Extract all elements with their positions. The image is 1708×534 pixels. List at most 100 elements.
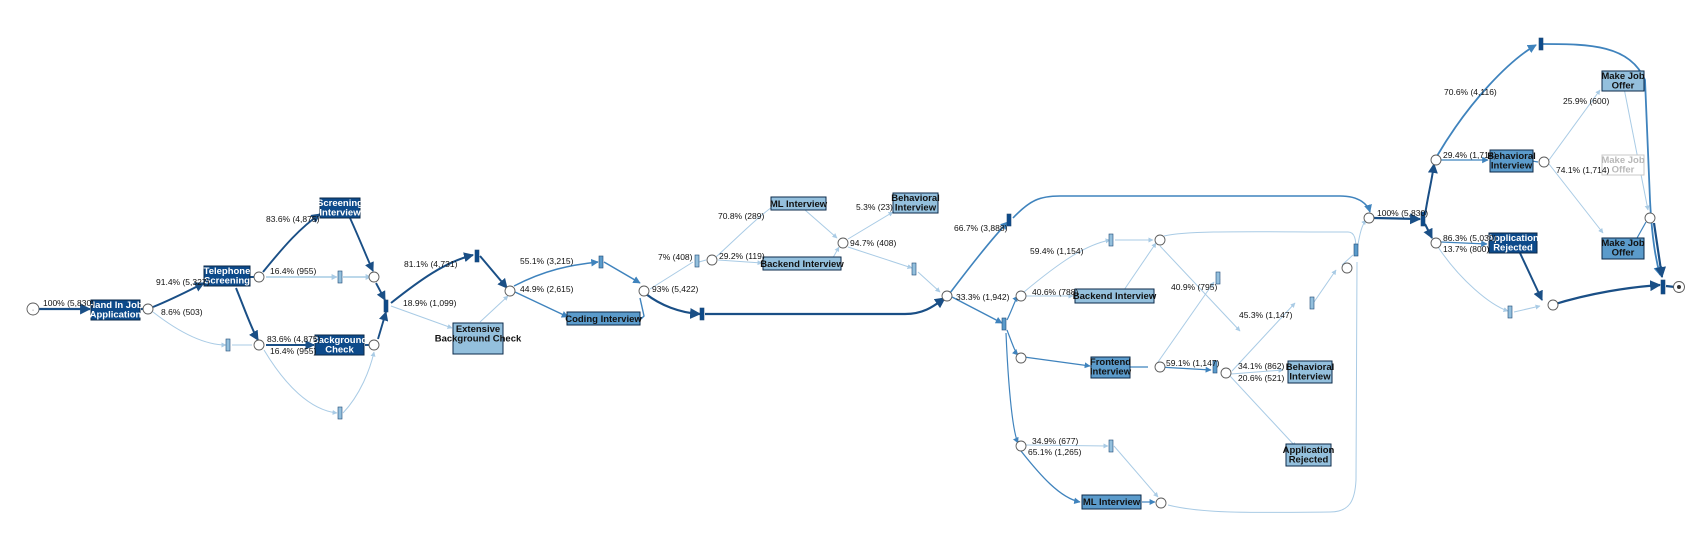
places: · (26, 154, 1685, 509)
edge-labels: 100% (5,830) 91.4% (5,327) 8.6% (503) 83… (43, 87, 1610, 457)
silent-transition (1006, 213, 1012, 227)
transition-backend-interview-mid[interactable]: Backend Interview (1073, 288, 1157, 304)
silent-transition (1353, 243, 1359, 257)
edge (1548, 89, 1601, 161)
edge (1023, 356, 1091, 369)
silent-transitions (225, 37, 1666, 453)
silent-transition (699, 307, 705, 321)
edge-label: 81.1% (4,731) (404, 259, 458, 269)
edge (1023, 238, 1111, 293)
edge (1167, 261, 1358, 513)
edge (1423, 223, 1433, 239)
silent-transition (1420, 211, 1426, 227)
silent-transition (337, 270, 343, 284)
edge-label: 74.1% (1,714) (1556, 165, 1610, 175)
edge-label: 70.8% (289) (718, 211, 764, 221)
edge (390, 305, 453, 329)
transition-label: Backend Interview (760, 259, 844, 270)
edge (1230, 367, 1284, 375)
edge (1229, 375, 1297, 448)
edge (639, 297, 645, 320)
edge (479, 255, 508, 289)
edge-label: 34.9% (677) (1032, 436, 1078, 446)
edge (1440, 240, 1488, 247)
edge-label: 16.4% (955) (270, 266, 316, 276)
silent-transition (337, 406, 343, 420)
edge-label: 45.3% (1,147) (1239, 310, 1293, 320)
transition-ml-interview-top[interactable]: ML Interview (770, 196, 828, 211)
place (1430, 154, 1442, 166)
edges (39, 43, 1676, 513)
transition-backend-interview-top[interactable]: Backend Interview (760, 256, 844, 271)
edge-label: 29.2% (119) (719, 251, 765, 261)
place (368, 271, 380, 283)
place (1341, 262, 1353, 274)
silent-transition (1108, 233, 1114, 247)
edge-label: 44.9% (2,615) (520, 284, 574, 294)
silent-transition (1001, 317, 1007, 331)
start-place (26, 302, 40, 316)
edge (847, 211, 894, 240)
edge (1005, 332, 1019, 444)
transition-coding-interview[interactable]: Coding Interview (565, 311, 642, 326)
edge (1341, 254, 1354, 266)
edge (152, 311, 227, 348)
edge-label: 34.1% (862) (1238, 361, 1284, 371)
edge (804, 209, 838, 239)
edge (1159, 245, 1241, 332)
edge-label: 16.4% (955) (270, 346, 316, 356)
place (1220, 367, 1232, 379)
edge-label: 100% (5,830) (1377, 208, 1428, 218)
silent-transition (1309, 296, 1315, 310)
edge (1157, 281, 1215, 363)
transition-label: Backend Interview (1073, 291, 1157, 302)
transition-ml-interview-bottom[interactable]: ML Interview (1081, 494, 1142, 510)
edge-label: 65.1% (1,265) (1028, 447, 1082, 457)
edge (645, 293, 702, 319)
edge (1006, 329, 1019, 356)
edge (235, 287, 259, 341)
edge (1123, 242, 1157, 291)
edge (342, 351, 376, 414)
edge (262, 213, 321, 273)
transition-label: Coding Interview (565, 314, 642, 325)
silent-transition (1538, 37, 1544, 51)
edge (1424, 163, 1438, 216)
edge-label: 86.3% (5,030) (1443, 233, 1497, 243)
place (638, 285, 650, 297)
silent-transition (1108, 439, 1114, 453)
edge (949, 221, 1009, 294)
edge-label: 83.6% (4,875) (266, 214, 320, 224)
edge-label: 33.3% (1,942) (956, 292, 1010, 302)
edge (390, 252, 474, 304)
place (1644, 212, 1656, 224)
edge (1551, 280, 1662, 307)
silent-transition (474, 249, 480, 263)
place (1154, 361, 1166, 373)
edge (1652, 222, 1666, 279)
transition-label: ML Interview (770, 199, 828, 210)
